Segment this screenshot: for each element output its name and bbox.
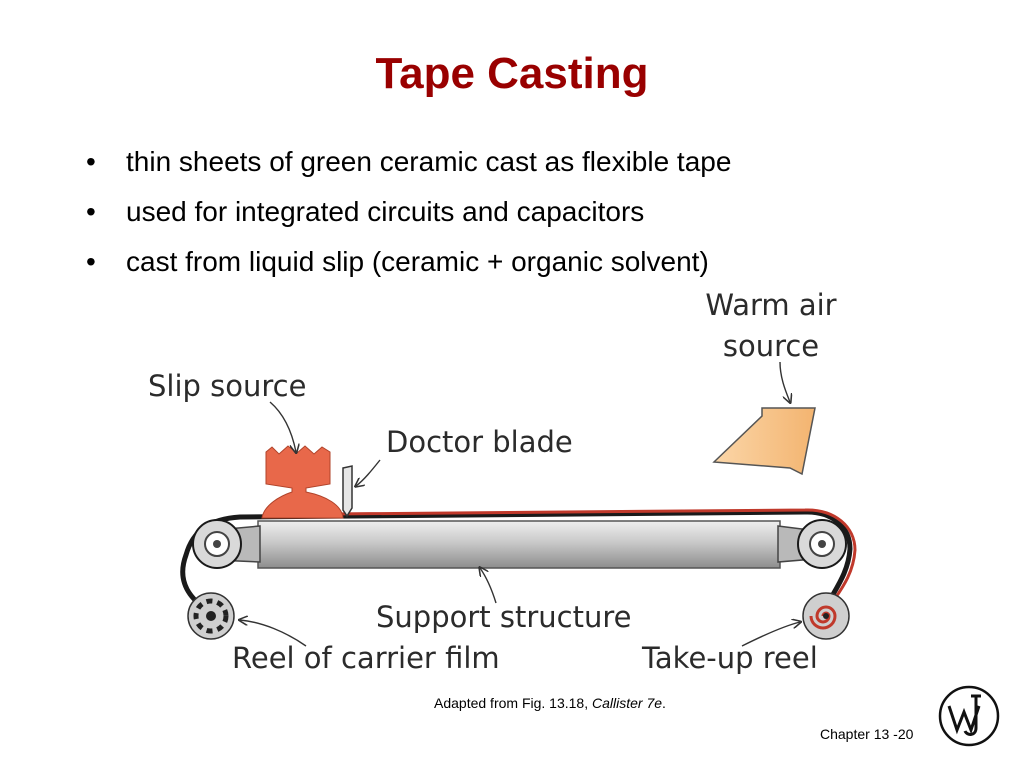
- warm-air-label-line1: Warm air: [705, 288, 836, 322]
- carrier-film: [180, 509, 853, 616]
- doctor-blade: [342, 465, 353, 518]
- caption-prefix: Adapted from Fig. 13.18,: [434, 695, 592, 711]
- reel-carrier-label: Reel of carrier film: [232, 641, 500, 675]
- page-number: 20: [897, 726, 914, 742]
- caption-suffix: .: [662, 695, 666, 711]
- take-up-reel-arrow: [741, 622, 800, 647]
- bullet-text: cast from liquid slip (ceramic + organic…: [126, 246, 709, 277]
- doctor-blade-label: Doctor blade: [386, 425, 573, 459]
- bullet-item: • thin sheets of green ceramic cast as fl…: [86, 144, 731, 194]
- carrier-film-reel-icon: [187, 592, 235, 640]
- warm-air-arrow: [779, 361, 790, 402]
- right-roller-icon: [797, 519, 847, 569]
- slide-title: Tape Casting: [375, 49, 649, 98]
- support-structure-arrow: [480, 568, 497, 604]
- caption-source: Callister 7e: [591, 695, 663, 711]
- bullet-list: • thin sheets of green ceramic cast as fl…: [86, 144, 731, 294]
- bullet-icon: •: [86, 146, 96, 177]
- carrier-reel-arrow: [240, 620, 307, 647]
- doctor-blade-arrow: [356, 459, 381, 486]
- slide-footer: Chapter 13 -20: [820, 726, 913, 742]
- bullet-item: • used for integrated circuits and capaci…: [86, 194, 731, 244]
- publisher-logo-icon: [938, 685, 1000, 747]
- support-structure-label: Support structure: [376, 600, 631, 634]
- slip-source-label: Slip source: [148, 369, 306, 403]
- warm-air-label-line2: source: [723, 329, 819, 363]
- slip-source-hopper: [261, 445, 344, 519]
- bullet-icon: •: [86, 196, 96, 227]
- support-structure: [257, 520, 781, 569]
- slip-source-arrow: [269, 401, 296, 452]
- bullet-text: thin sheets of green ceramic cast as fle…: [126, 146, 732, 177]
- bullet-icon: •: [86, 246, 96, 277]
- take-up-reel-icon: [802, 592, 850, 640]
- left-roller-icon: [192, 519, 242, 569]
- bullet-text: used for integrated circuits and capacit…: [126, 196, 645, 227]
- warm-air-source: [712, 407, 816, 476]
- take-up-reel-label: Take-up reel: [641, 641, 818, 675]
- bullet-item: • cast from liquid slip (ceramic + organi…: [86, 244, 731, 294]
- chapter-label: Chapter 13 -: [820, 726, 898, 742]
- figure-caption: Adapted from Fig. 13.18, Callister 7e.: [434, 695, 666, 711]
